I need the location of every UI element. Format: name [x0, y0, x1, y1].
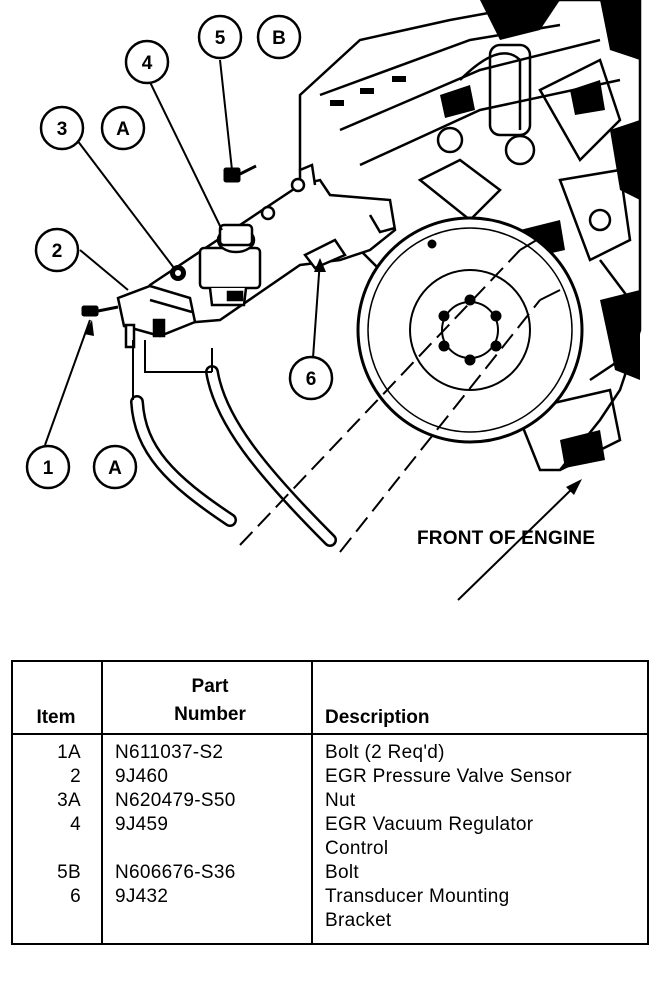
cell-part-number: 9J459: [101, 813, 312, 861]
header-description: Description: [311, 661, 648, 735]
description-line: Transducer Mounting: [325, 886, 510, 907]
description-line: Bolt (2 Req'd): [325, 742, 445, 763]
description-line: Bolt: [325, 862, 359, 883]
parts-table-body: 1A N611037-S2 Bolt (2 Req'd) 2 9J460 EGR Pres…: [12, 734, 648, 944]
engine-shading: [330, 0, 640, 468]
callout-5: 5: [197, 14, 243, 60]
callout-3-a: A: [100, 105, 146, 151]
cell-part-number: 9J460: [101, 765, 312, 789]
header-part-number: Part Number: [101, 661, 312, 735]
description-line: EGR Pressure Valve Sensor: [325, 766, 572, 787]
callout-6: 6: [288, 355, 334, 401]
routing-lines: [239, 234, 561, 553]
parts-table: Item Part Number Description 1A N611037-S…: [11, 660, 649, 945]
callout-3: 3: [39, 105, 85, 151]
table-row: 3A N620479-S50 Nut: [12, 789, 648, 813]
cell-description: EGR Pressure Valve Sensor: [311, 765, 648, 789]
description-line: EGR Vacuum Regulator: [325, 814, 534, 835]
cell-description: Bolt (2 Req'd): [311, 734, 648, 765]
header-item: Item: [12, 661, 102, 735]
egr-vacuum-regulator: [198, 223, 262, 307]
cell-item: 2: [70, 766, 81, 787]
cell-item: 4: [70, 814, 81, 835]
cell-part-number: 9J432: [101, 885, 312, 944]
table-row: 2 9J460 EGR Pressure Valve Sensor: [12, 765, 648, 789]
callout-1-a: A: [92, 444, 138, 490]
callout-5-b: B: [256, 14, 302, 60]
cell-description: Bolt: [311, 861, 648, 885]
svg-text:6: 6: [306, 369, 317, 390]
svg-text:A: A: [108, 458, 122, 479]
callout-1: 1: [25, 444, 71, 490]
svg-text:B: B: [272, 28, 286, 49]
header-part-number-line1: Part: [191, 676, 229, 697]
cell-description: Nut: [311, 789, 648, 813]
table-row: 5B N606676-S36 Bolt: [12, 861, 648, 885]
header-part-number-line2: Number: [174, 704, 246, 725]
callout-2: 2: [34, 227, 80, 273]
cell-item: 5B: [57, 862, 81, 883]
table-header-row: Item Part Number Description: [12, 661, 648, 735]
front-of-engine-label: FRONT OF ENGINE: [417, 528, 596, 549]
front-direction-arrow: [457, 479, 582, 601]
cell-item: 3A: [57, 790, 81, 811]
leader-arrowheads: [84, 168, 326, 336]
cell-part-number: N606676-S36: [101, 861, 312, 885]
vacuum-hoses: [130, 340, 337, 547]
cell-part-number: N620479-S50: [101, 789, 312, 813]
cell-item: 1A: [57, 742, 81, 763]
bolt-item-1: [81, 305, 119, 317]
svg-text:5: 5: [215, 28, 226, 49]
callout-4: 4: [124, 39, 170, 85]
exploded-view-illustration: 1 A 2 3 A 4 5 B 6: [25, 0, 642, 601]
description-line: Bracket: [325, 910, 392, 931]
svg-text:3: 3: [57, 119, 68, 140]
svg-text:2: 2: [52, 241, 63, 262]
svg-text:A: A: [116, 119, 130, 140]
leader-lines: [44, 59, 321, 446]
egr-pressure-sensor: [116, 284, 197, 349]
cell-part-number: N611037-S2: [101, 734, 312, 765]
description-line: Control: [325, 838, 389, 859]
svg-text:1: 1: [43, 458, 54, 479]
flywheel: [356, 216, 584, 444]
svg-text:4: 4: [142, 53, 153, 74]
table-row: 1A N611037-S2 Bolt (2 Req'd): [12, 734, 648, 765]
nut-item-3: [170, 265, 186, 281]
description-line: Nut: [325, 790, 356, 811]
cell-item: 6: [70, 886, 81, 907]
